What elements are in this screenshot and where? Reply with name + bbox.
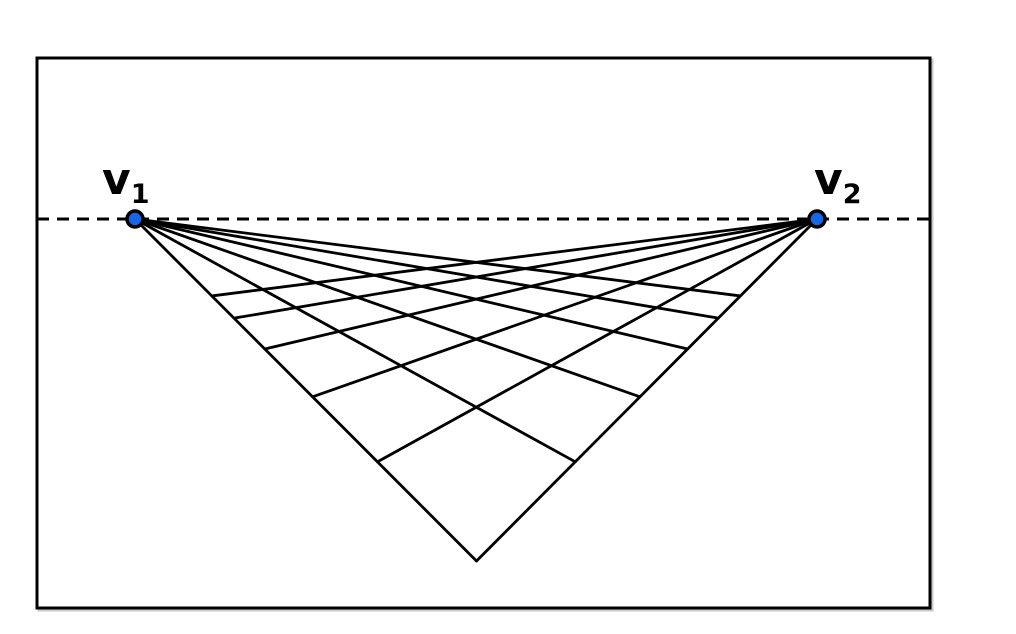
v1-label-base: v (102, 154, 131, 205)
v1-label-subscript: 1 (131, 179, 150, 210)
vanishing-point-2-label: v2 (814, 154, 861, 210)
grid-line-from-v1 (133, 217, 690, 351)
v2-grid-line-fan (210, 217, 819, 563)
grid-line-from-v1 (133, 217, 642, 399)
grid-line-from-v1 (133, 217, 742, 298)
grid-line-from-v2 (311, 217, 819, 399)
frame-border (35, 56, 932, 610)
grid-line-from-v2 (232, 217, 819, 320)
vanishing-point-1-dot (125, 209, 145, 229)
grid-line-from-v1 (133, 217, 577, 464)
grid-line-from-v2 (475, 217, 819, 563)
v2-label-base: v (814, 154, 843, 205)
vanishing-point-2-dot (807, 209, 827, 229)
grid-line-from-v2 (263, 217, 819, 351)
v2-label-subscript: 2 (843, 179, 862, 210)
grid-line-from-v1 (133, 217, 478, 563)
vanishing-point-1-label: v1 (102, 154, 149, 210)
grid-line-from-v2 (210, 217, 819, 298)
grid-line-from-v2 (376, 217, 819, 464)
